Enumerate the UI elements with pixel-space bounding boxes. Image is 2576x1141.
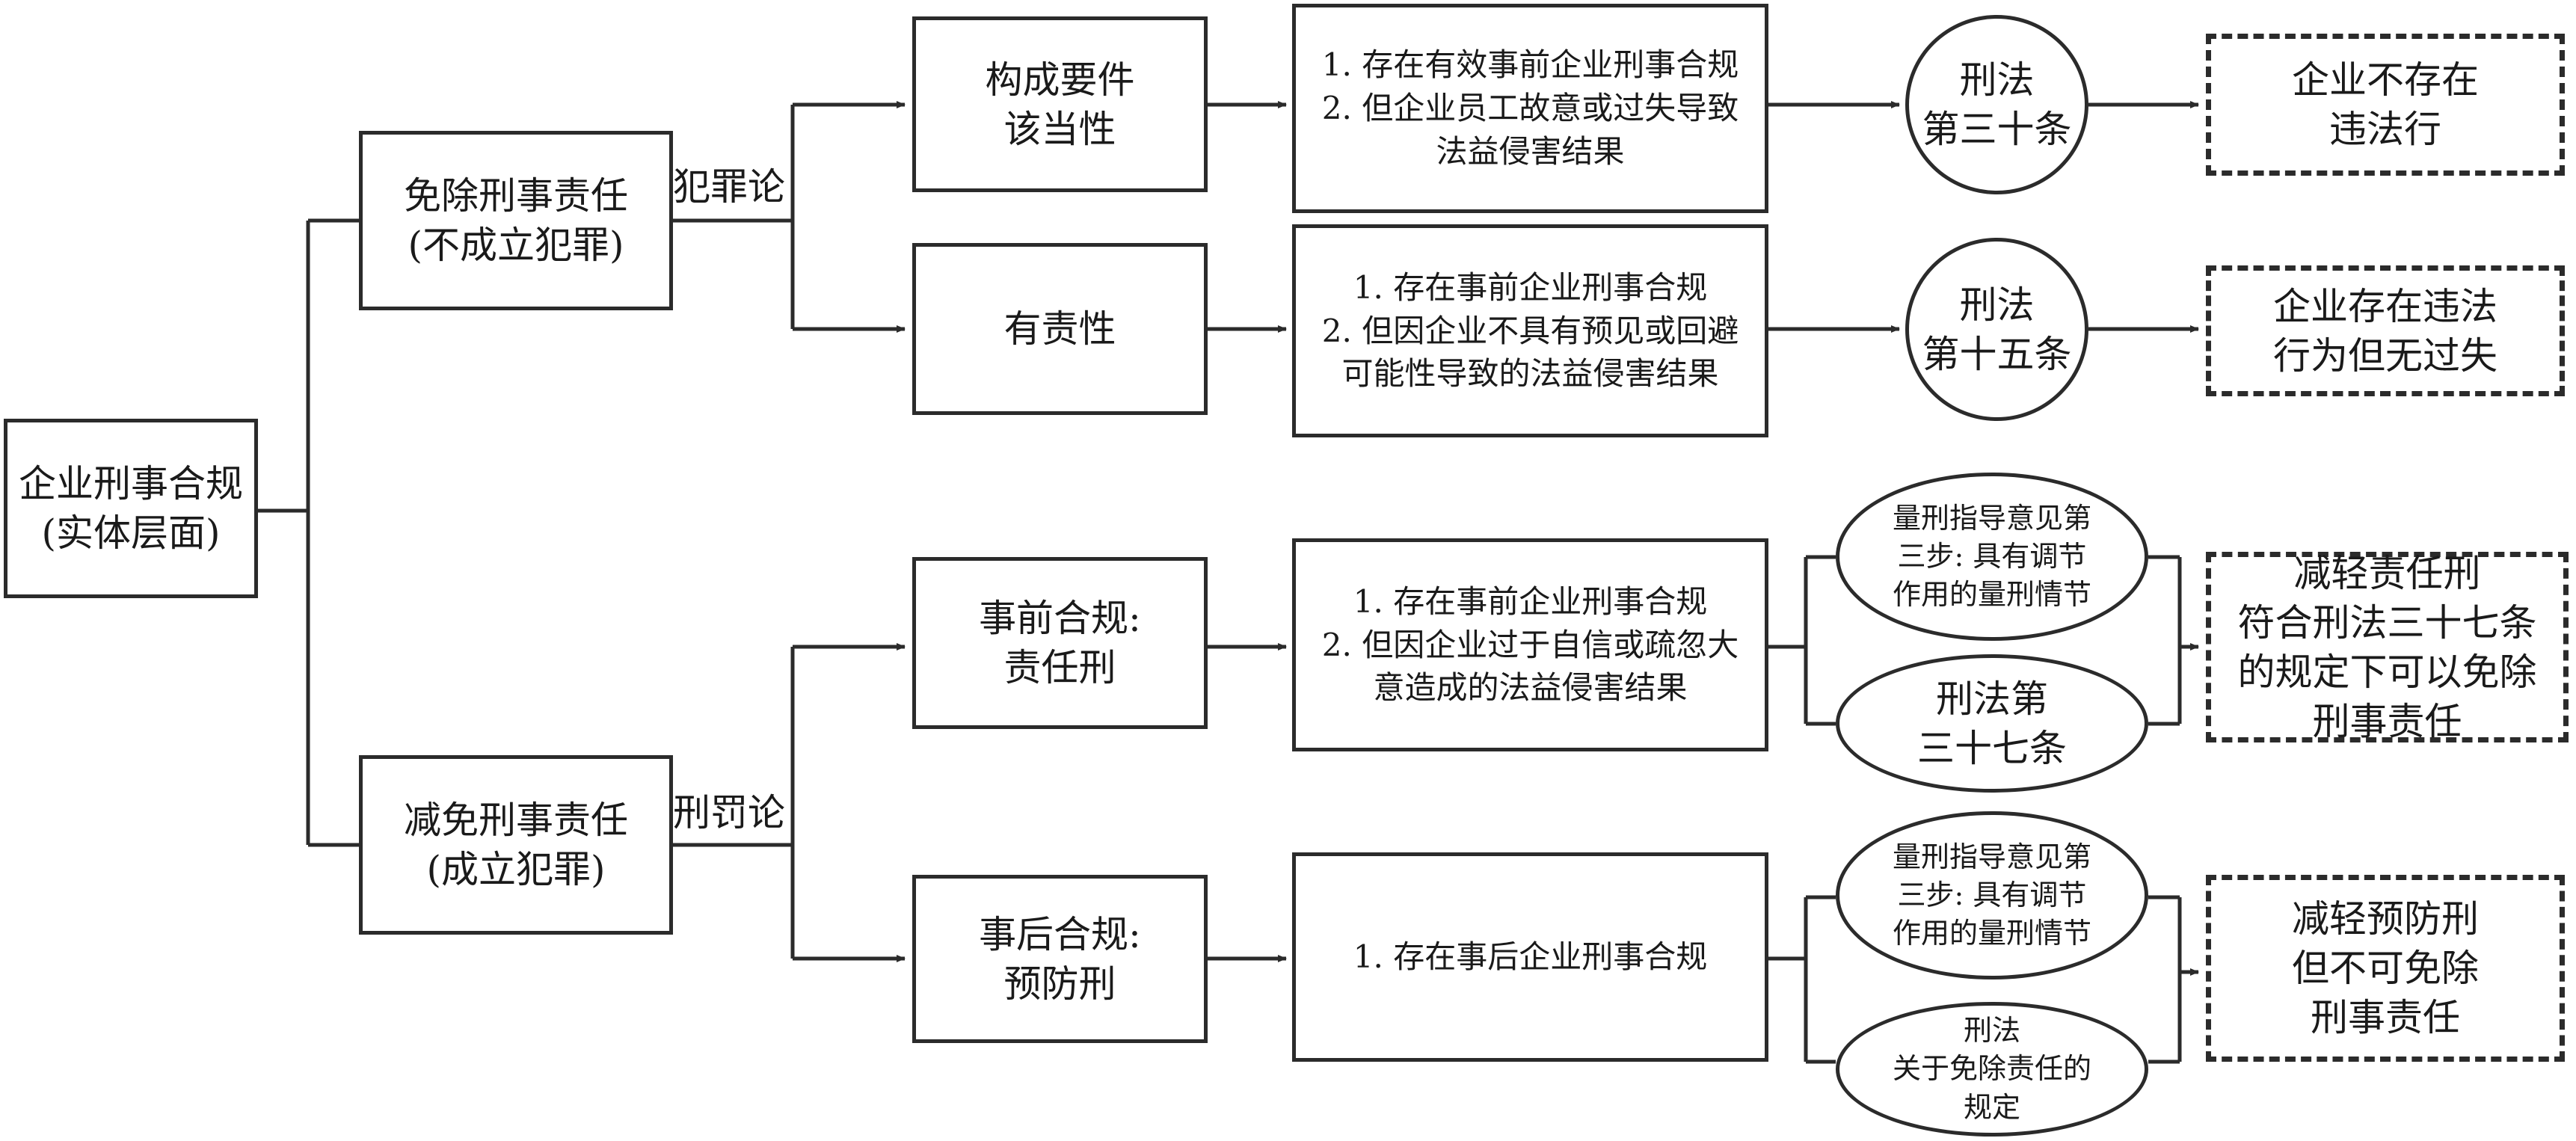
law-art15-ellipse: 刑法 第十五条 <box>1905 238 2088 421</box>
exempt-subtitle: (不成立犯罪) <box>408 224 624 267</box>
law-art37-ellipse: 刑法第 三十七条 <box>1836 654 2148 793</box>
result-violation-no-fault: 企业存在违法 行为但无过失 <box>2206 265 2565 396</box>
root-title: 企业刑事合规 <box>19 462 243 505</box>
exempt-edge-label: 犯罪论 <box>673 165 785 209</box>
pre-compliance-conditions: 1. 存在事前企业刑事合规 2. 但因企业过于自信或疏忽大 意造成的法益侵害结果 <box>1292 538 1768 751</box>
mitigate-subtitle: (成立犯罪) <box>426 848 606 891</box>
mitigate-edge-label: 刑罚论 <box>673 791 785 834</box>
law-art30-ellipse: 刑法 第三十条 <box>1905 15 2088 194</box>
elements-node: 构成要件 该当性 <box>912 16 1208 192</box>
pre-compliance-node: 事前合规: 责任刑 <box>912 557 1208 729</box>
elements-conditions: 1. 存在有效事前企业刑事合规 2. 但企业员工故意或过失导致 法益侵害结果 <box>1292 4 1768 213</box>
sentencing-post-ellipse: 量刑指导意见第 三步: 具有调节 作用的量刑情节 <box>1836 811 2148 979</box>
post-compliance-conditions: 1. 存在事后企业刑事合规 <box>1292 852 1768 1062</box>
mitigate-node: 减免刑事责任 (成立犯罪) <box>359 755 673 935</box>
culpability-conditions: 1. 存在事前企业刑事合规 2. 但因企业不具有预见或回避 可能性导致的法益侵害… <box>1292 224 1768 437</box>
root-subtitle: (实体层面) <box>41 511 221 555</box>
exemption-rules-ellipse: 刑法 关于免除责任的 规定 <box>1836 1002 2148 1137</box>
mitigate-title: 减免刑事责任 <box>404 799 628 842</box>
culpability-node: 有责性 <box>912 243 1208 415</box>
sentencing-pre-ellipse: 量刑指导意见第 三步: 具有调节 作用的量刑情节 <box>1836 473 2148 641</box>
exempt-node: 免除刑事责任 (不成立犯罪) <box>359 131 673 310</box>
result-reduce-liability: 减轻责任刑 符合刑法三十七条 的规定下可以免除 刑事责任 <box>2206 552 2569 743</box>
exempt-title: 免除刑事责任 <box>404 174 628 218</box>
post-compliance-node: 事后合规: 预防刑 <box>912 875 1208 1043</box>
root-node: 企业刑事合规 (实体层面) <box>4 419 258 598</box>
result-no-violation: 企业不存在 违法行 <box>2206 34 2565 176</box>
result-reduce-prevention: 减轻预防刑 但不可免除 刑事责任 <box>2206 875 2565 1062</box>
